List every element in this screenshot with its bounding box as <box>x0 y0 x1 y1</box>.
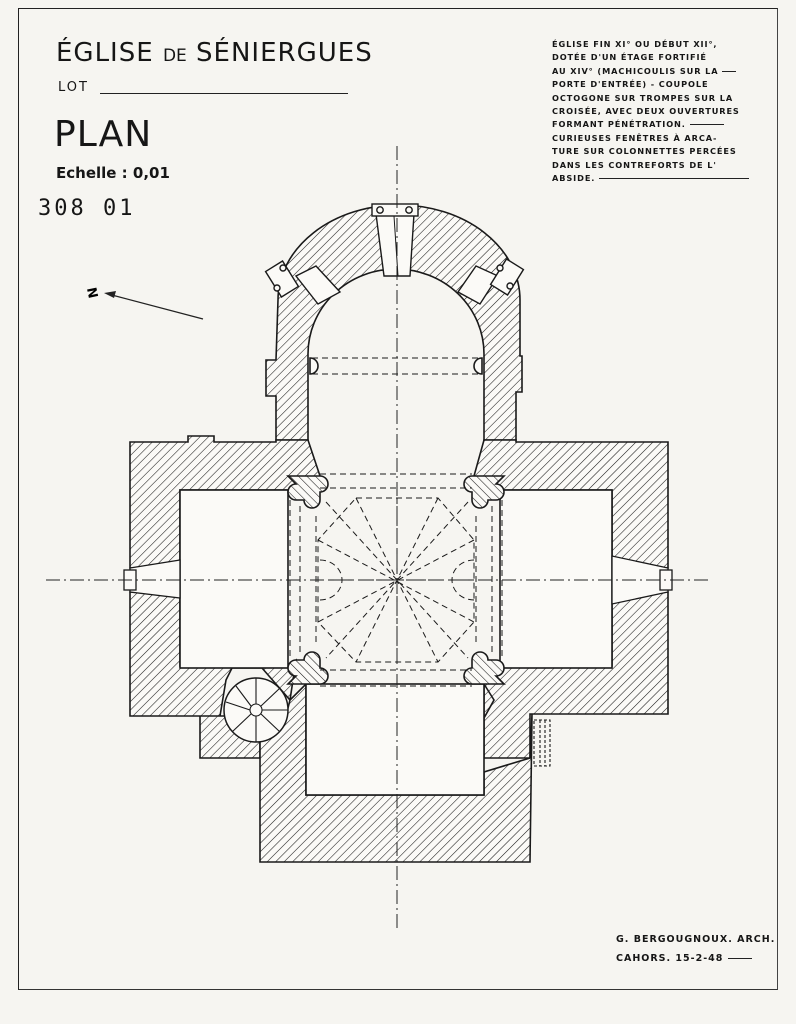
scale-label: Echelle : 0,01 <box>56 164 170 182</box>
note-rule <box>599 178 750 180</box>
signature-place-date: CAHORS. 15-2-48 <box>616 949 775 968</box>
plan-label: PLAN <box>54 114 153 155</box>
sheet-border <box>18 8 778 990</box>
nave-space <box>305 683 485 796</box>
reference-number: 308 01 <box>38 196 136 221</box>
description-notes: ÉGLISE FIN XI° OU DÉBUT XII°, DOTÉE D'UN… <box>552 38 772 185</box>
title-de: DE <box>162 46 187 66</box>
crossing-piers <box>286 357 506 685</box>
north-transept-space <box>179 489 289 669</box>
note-line: PORTE D'ENTRÉE) - COUPOLE <box>552 79 709 90</box>
note-line: OCTOGONE SUR TROMPES SUR LA <box>552 92 734 103</box>
entrance-machicolation <box>533 719 551 767</box>
church-title: ÉGLISE DE SÉNIERGUES <box>56 38 373 68</box>
note-line: DANS LES CONTREFORTS DE L' <box>552 159 717 170</box>
spiral-staircase <box>223 677 289 743</box>
architect-signature: G. BERGOUGNOUX. ARCH. CAHORS. 15-2-48 <box>616 930 775 968</box>
note-text: ABSIDE. <box>552 173 596 184</box>
north-label: N <box>83 286 100 300</box>
note-line: DOTÉE D'UN ÉTAGE FORTIFIÉ <box>552 52 707 63</box>
note-line: AU XIV° (MACHICOULIS SUR LA <box>552 65 772 78</box>
architect-name: G. BERGOUGNOUX. ARCH. <box>616 934 776 945</box>
note-line: TURE SUR COLONNETTES PERCÉES <box>552 146 737 157</box>
note-line: CROISÉE, AVEC DEUX OUVERTURES <box>552 106 740 117</box>
note-line: CURIEUSES FENÊTRES À ARCA- <box>552 132 718 143</box>
note-text: AU XIV° (MACHICOULIS SUR LA <box>552 65 719 76</box>
apse-wall <box>265 204 523 441</box>
note-line: ABSIDE. <box>552 172 772 185</box>
note-rule <box>722 70 737 72</box>
title-place: SÉNIERGUES <box>196 38 373 68</box>
note-rule <box>689 124 724 126</box>
note-text: FORMANT PÉNÉTRATION. <box>552 119 686 130</box>
south-transept-space <box>499 489 613 669</box>
title-eglise: ÉGLISE <box>56 38 154 68</box>
department-label: LOT <box>58 80 89 95</box>
interior-spaces <box>179 489 613 796</box>
department-underline <box>100 93 348 94</box>
apse-windows <box>264 203 525 305</box>
center-axes <box>46 146 712 930</box>
north-arrow: N <box>83 286 204 320</box>
note-line: ÉGLISE FIN XI° OU DÉBUT XII°, <box>552 39 718 49</box>
note-line: FORMANT PÉNÉTRATION. <box>552 118 772 131</box>
vault-projections <box>289 357 503 687</box>
